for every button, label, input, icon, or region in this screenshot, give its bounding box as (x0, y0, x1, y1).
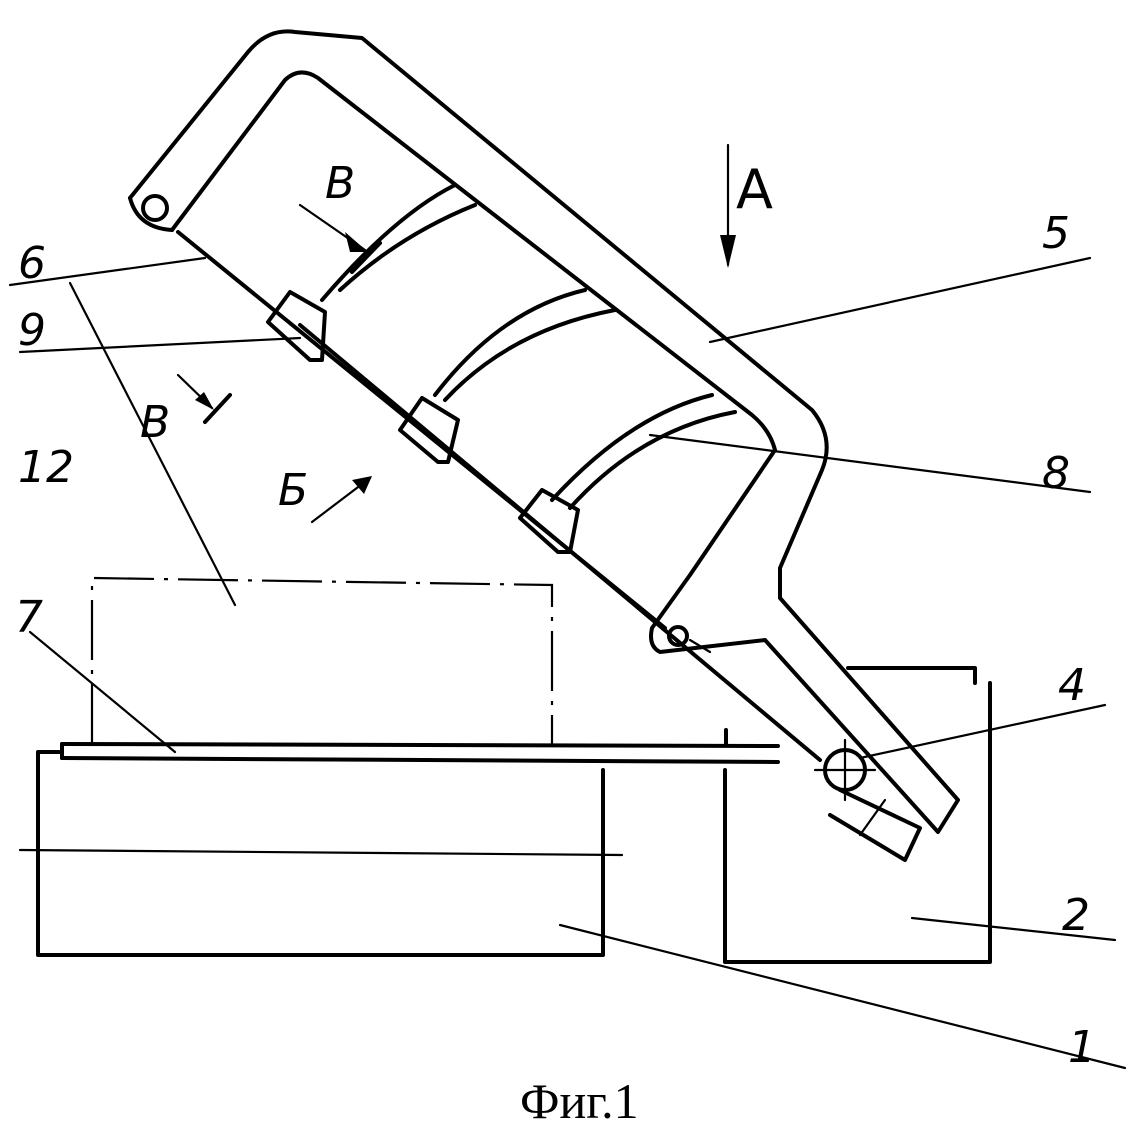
label-view-b: Б (278, 465, 308, 516)
label-2: 2 (1062, 890, 1090, 941)
label-6: 6 (18, 238, 46, 289)
label-section-top: В (325, 158, 355, 209)
clamp-9 (268, 292, 578, 552)
section-mark-top (300, 205, 380, 272)
workpiece-12 (92, 578, 552, 744)
label-12: 12 (18, 442, 74, 493)
label-1: 1 (1068, 1022, 1096, 1073)
label-7: 7 (15, 592, 43, 643)
saw-frame-5 (130, 31, 958, 832)
holder-8 (322, 185, 735, 508)
label-9: 9 (18, 305, 46, 356)
section-mark-bottom (178, 375, 230, 422)
figure-caption: Фиг.1 (520, 1073, 639, 1129)
handle-4 (830, 790, 920, 860)
base-table-1 (20, 752, 622, 955)
arrow-view-b (312, 476, 372, 522)
label-8: 8 (1042, 448, 1070, 499)
label-4: 4 (1058, 660, 1086, 711)
arrow-view-a (720, 145, 736, 268)
label-view-a: А (736, 158, 773, 221)
label-5: 5 (1042, 208, 1070, 259)
leader-lines (10, 258, 1125, 1068)
label-section-bottom: В (140, 397, 170, 448)
